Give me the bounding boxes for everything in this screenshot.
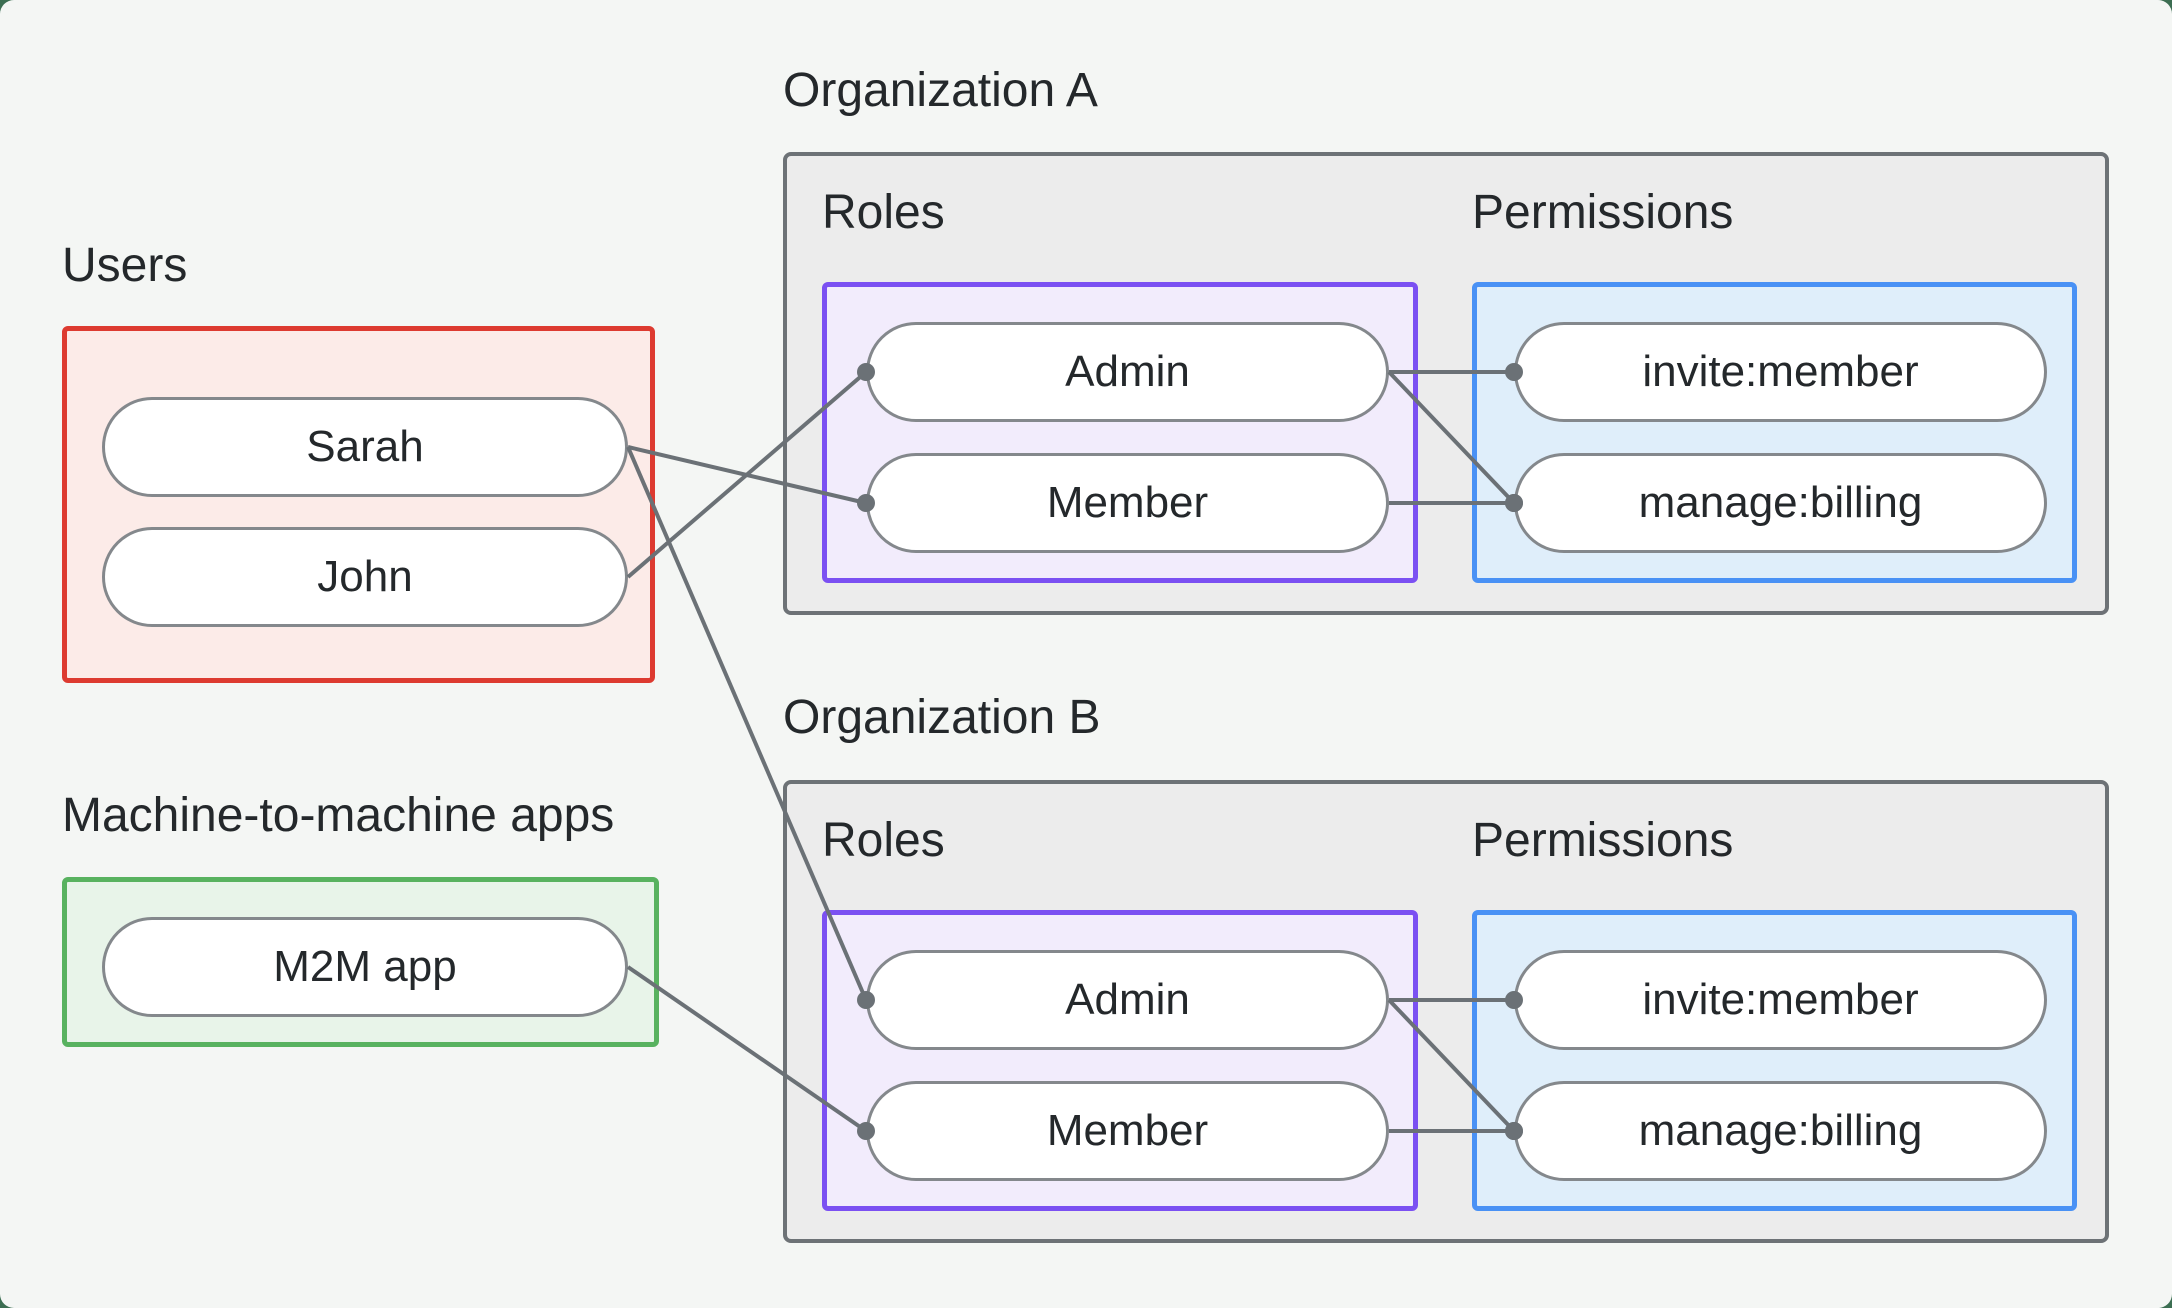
m2m-app-node: M2M app bbox=[102, 917, 628, 1017]
m2m-group-label: Machine-to-machine apps bbox=[62, 789, 615, 842]
organization-b-box: Roles Permissions Admin Member invite:me… bbox=[783, 780, 2109, 1243]
node-label: Admin bbox=[1065, 975, 1190, 1024]
org-a-permissions-label: Permissions bbox=[1472, 186, 1734, 239]
permission-node-invite-member: invite:member bbox=[1514, 950, 2047, 1050]
node-label: manage:billing bbox=[1638, 1106, 1923, 1155]
node-label: Member bbox=[1046, 478, 1209, 527]
user-node-john: John bbox=[102, 527, 628, 627]
node-label: Admin bbox=[1065, 347, 1190, 396]
user-node-sarah: Sarah bbox=[102, 397, 628, 497]
org-b-permissions-box: invite:member manage:billing bbox=[1472, 910, 2077, 1211]
org-a-roles-box: Admin Member bbox=[822, 282, 1418, 583]
node-label: John bbox=[317, 552, 413, 601]
node-label: Sarah bbox=[306, 422, 424, 471]
m2m-group-box: M2M app bbox=[62, 877, 659, 1047]
permission-node-manage-billing: manage:billing bbox=[1514, 453, 2047, 553]
role-node-admin: Admin bbox=[866, 322, 1389, 422]
permission-node-manage-billing: manage:billing bbox=[1514, 1081, 2047, 1181]
org-a-roles-label: Roles bbox=[822, 186, 945, 239]
org-b-roles-label: Roles bbox=[822, 814, 945, 867]
organization-b-title: Organization B bbox=[783, 691, 1101, 744]
permission-node-invite-member: invite:member bbox=[1514, 322, 2047, 422]
organization-a-title: Organization A bbox=[783, 64, 1098, 117]
node-label: invite:member bbox=[1642, 347, 1919, 396]
node-label: M2M app bbox=[273, 942, 457, 991]
org-a-permissions-box: invite:member manage:billing bbox=[1472, 282, 2077, 583]
org-b-permissions-label: Permissions bbox=[1472, 814, 1734, 867]
users-group-box: Sarah John bbox=[62, 326, 655, 683]
organization-a-box: Roles Permissions Admin Member invite:me… bbox=[783, 152, 2109, 615]
org-b-roles-box: Admin Member bbox=[822, 910, 1418, 1211]
users-group-label: Users bbox=[62, 239, 188, 292]
node-label: manage:billing bbox=[1638, 478, 1923, 527]
node-label: invite:member bbox=[1642, 975, 1919, 1024]
role-node-member: Member bbox=[866, 1081, 1389, 1181]
node-label: Member bbox=[1046, 1106, 1209, 1155]
role-node-member: Member bbox=[866, 453, 1389, 553]
role-node-admin: Admin bbox=[866, 950, 1389, 1050]
